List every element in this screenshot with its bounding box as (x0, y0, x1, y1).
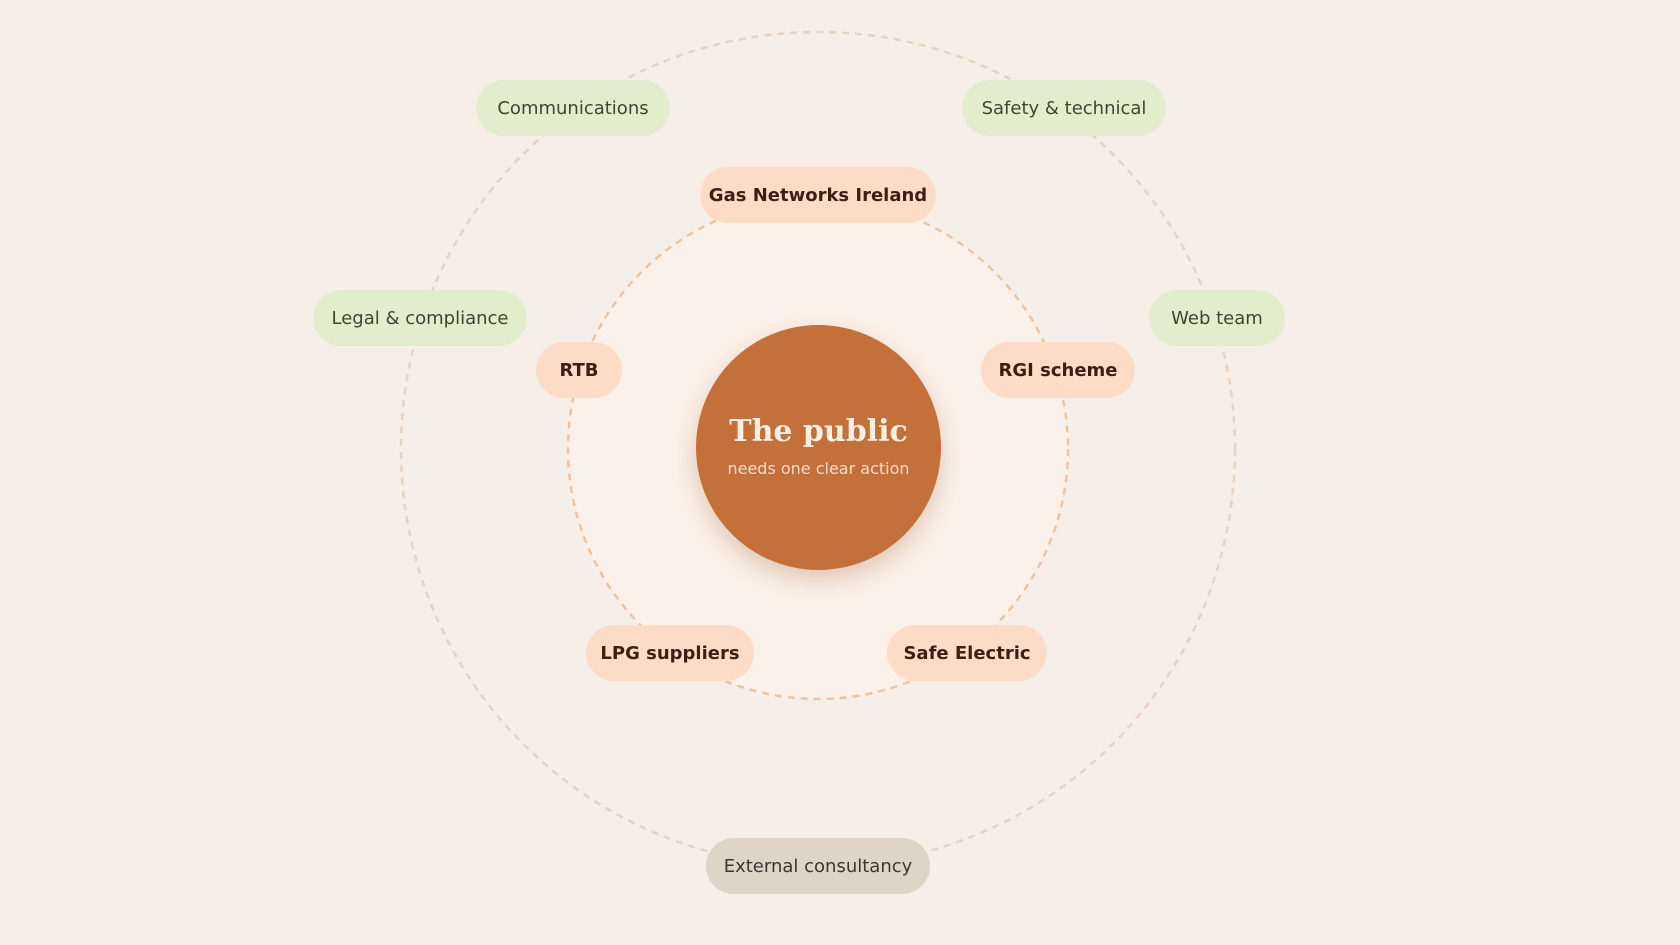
inner-pill-rtb: RTB (536, 342, 622, 398)
center-title: The public (729, 413, 908, 449)
inner-pill-label: LPG suppliers (600, 642, 740, 664)
external-pill-label: External consultancy (723, 855, 913, 877)
external-pill: External consultancy (706, 838, 930, 894)
inner-pill-gas-networks-ireland: Gas Networks Ireland (700, 167, 936, 223)
outer-pill-label: Legal & compliance (331, 307, 509, 329)
inner-pill-label: Gas Networks Ireland (708, 184, 928, 206)
center-subtitle: needs one clear action (727, 458, 910, 478)
outer-pill-label: Safety & technical (981, 97, 1147, 119)
inner-pill-label: RGI scheme (998, 359, 1118, 381)
outer-pill-web-team: Web team (1149, 290, 1285, 346)
outer-pill-communications: Communications (476, 80, 670, 136)
inner-pill-label: Safe Electric (903, 642, 1031, 664)
center-circle: The public needs one clear action (696, 325, 941, 570)
outer-pill-safety-technical: Safety & technical (962, 80, 1166, 136)
outer-pill-label: Communications (497, 97, 649, 119)
inner-pill-rgi-scheme: RGI scheme (981, 342, 1135, 398)
outer-pill-legal-compliance: Legal & compliance (313, 290, 527, 346)
inner-pill-lpg-suppliers: LPG suppliers (586, 625, 754, 681)
inner-pill-safe-electric: Safe Electric (887, 625, 1047, 681)
inner-pill-label: RTB (559, 359, 599, 381)
outer-pill-label: Web team (1171, 307, 1263, 329)
